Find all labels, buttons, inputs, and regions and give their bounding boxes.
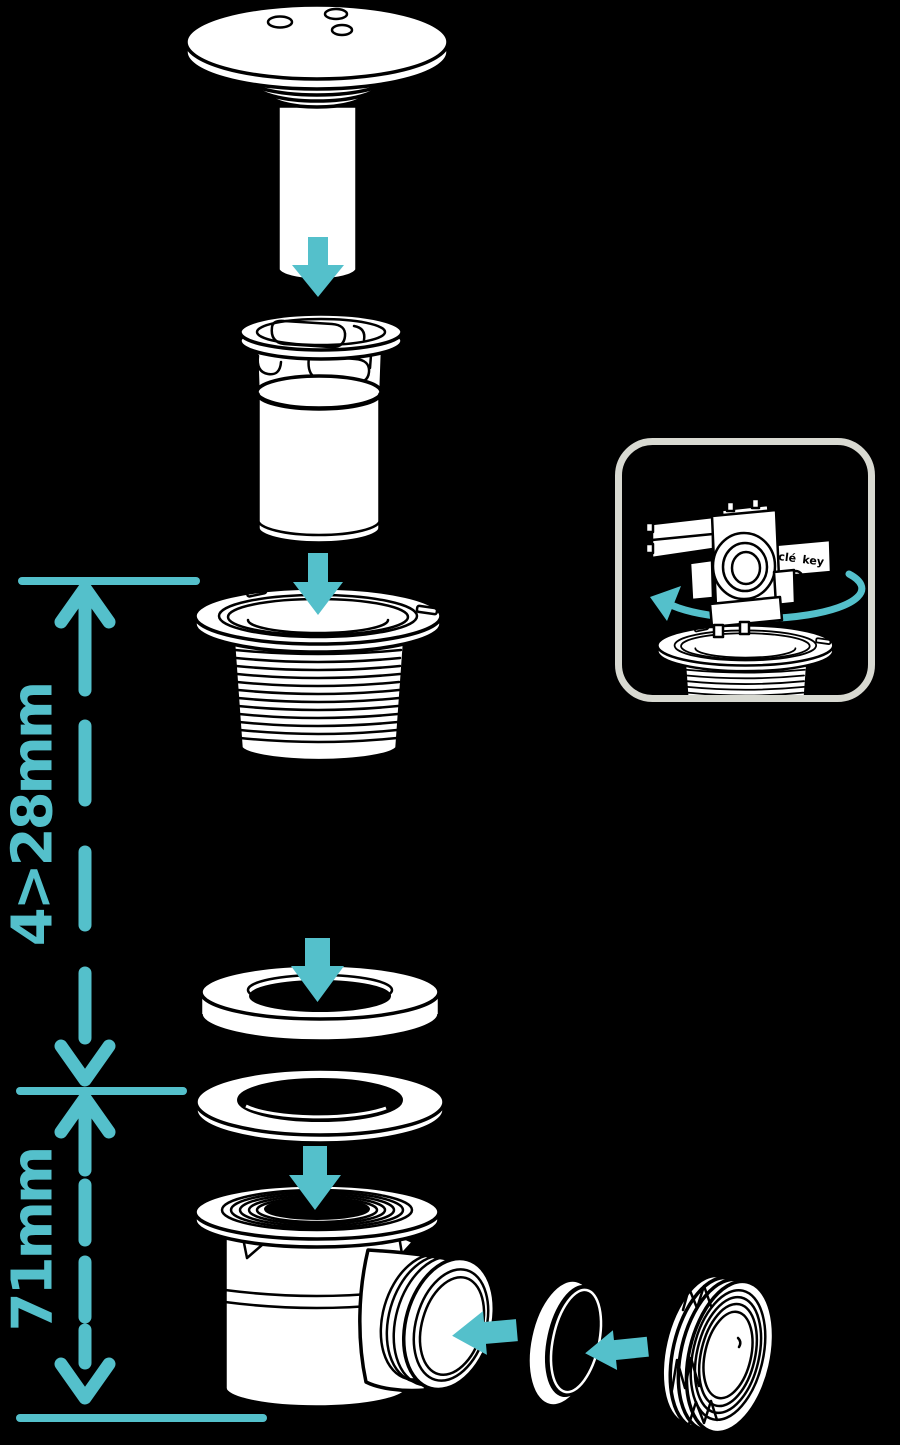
- assembly-arrow-left-icon: [585, 1330, 649, 1370]
- dimension-labels: 4>28mm 71mm: [1, 684, 66, 1332]
- cap-piece: [184, 3, 450, 282]
- cap-hole: [323, 7, 349, 21]
- inset-frame: [615, 438, 875, 702]
- key-label-en: key: [802, 553, 825, 569]
- inset-content: clé key: [644, 497, 866, 695]
- cap-disc-top: [184, 3, 450, 81]
- key-left-foot: [688, 558, 715, 602]
- nut-thread: [702, 1310, 754, 1400]
- cartridge-window: [256, 354, 283, 376]
- dimension-arrow-up-icon: [54, 1091, 116, 1139]
- nut-knurl: [687, 1399, 719, 1426]
- dimension-arrow-up-icon: [54, 581, 116, 629]
- dimension-arrow-down-icon: [54, 1039, 116, 1087]
- cartridge-cage-window: [270, 319, 347, 349]
- key-bottom-bar: [708, 595, 784, 629]
- key-label-fr: clé: [778, 550, 797, 565]
- assembly-arrows: [289, 237, 649, 1370]
- dimension-annotations: [16, 577, 267, 1422]
- assembly-arrow-down-icon: [293, 553, 343, 615]
- o-ring-piece: [526, 1278, 603, 1408]
- rotation-arrow-icon: [663, 570, 866, 623]
- nut-thread: [689, 1288, 767, 1422]
- lower-dimension-label: 71mm: [1, 1149, 66, 1332]
- gasket-hole: [237, 1078, 403, 1122]
- tightening-key-tool: clé key: [644, 497, 833, 639]
- key-ring: [730, 550, 762, 586]
- key-prong: [644, 521, 655, 534]
- plug-cartridge-piece: [238, 312, 404, 545]
- nut-thread: [697, 1302, 759, 1408]
- nut-knurl: [681, 1284, 713, 1312]
- dimension-arrow-down-icon: [54, 1357, 116, 1405]
- drain-base-ring: [234, 1399, 400, 1414]
- gasket-inner-edge: [245, 1104, 387, 1119]
- key-prong: [725, 500, 736, 513]
- flat-gasket-piece: [194, 1067, 446, 1145]
- detail-line: [256, 518, 382, 537]
- rotation-arrowhead-icon: [650, 586, 681, 621]
- drain-side-outlet: [358, 1248, 497, 1393]
- key-prong: [644, 542, 655, 555]
- drain-body-piece: [193, 1183, 497, 1414]
- assembly-arrow-left-icon: [452, 1310, 518, 1355]
- nut-thread-end: [736, 1336, 742, 1349]
- key-foot: [738, 620, 751, 636]
- detail-line: [650, 532, 715, 542]
- nut-knurl: [670, 1356, 701, 1392]
- key-instruction-inset: clé key: [615, 438, 875, 702]
- key-foot: [712, 623, 725, 639]
- lock-nut-piece: [660, 1273, 776, 1435]
- assembly-arrow-down-icon: [291, 938, 344, 1002]
- cartridge-body: [256, 392, 382, 545]
- upper-dimension-label: 4>28mm: [1, 684, 66, 947]
- cartridge-cage-window: [352, 324, 366, 342]
- cap-hole: [266, 15, 294, 29]
- cap-hole: [330, 23, 354, 37]
- assembly-arrow-down-icon: [292, 237, 344, 297]
- assembly-arrow-down-icon: [289, 1146, 341, 1210]
- key-prong: [750, 497, 761, 510]
- cartridge-flange-inner: [255, 317, 387, 347]
